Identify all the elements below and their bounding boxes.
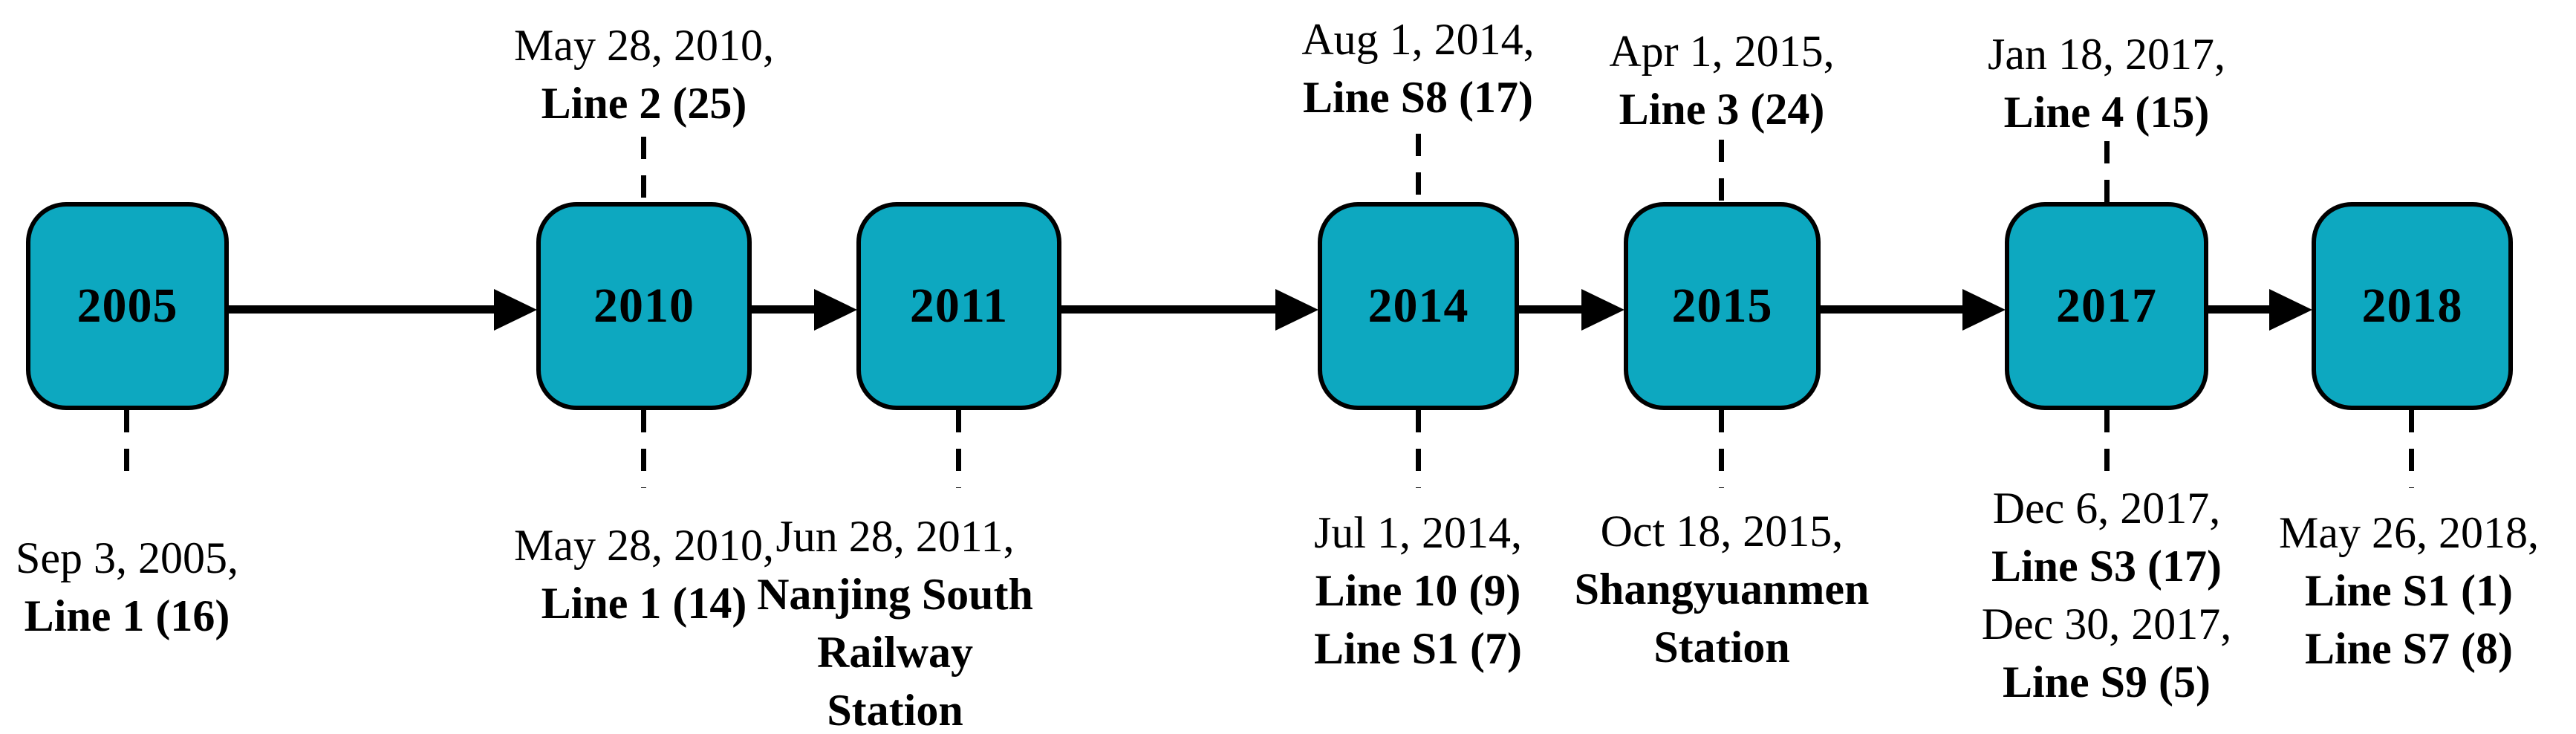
annotation-line: Nanjing South bbox=[757, 570, 1033, 619]
annotation-above-2015: Apr 1, 2015, Line 3 (24) bbox=[1462, 22, 1982, 138]
annotation-above-2010: May 28, 2010, Line 2 (25) bbox=[384, 16, 904, 132]
dashed-connector-above-2014 bbox=[1416, 134, 1421, 202]
annotation-line: Station bbox=[827, 686, 963, 734]
year-label: 2017 bbox=[2056, 279, 2157, 333]
annotation-line: Line S7 (8) bbox=[2304, 624, 2514, 673]
year-label: 2005 bbox=[77, 279, 178, 333]
annotation-line: Line 3 (24) bbox=[1619, 85, 1825, 134]
arrow-2011-to-2014 bbox=[1061, 288, 1318, 331]
arrowhead-icon bbox=[1275, 288, 1318, 331]
annotation-above-2014: Aug 1, 2014, Line S8 (17) bbox=[1158, 10, 1678, 126]
annotation-line: Apr 1, 2015, bbox=[1609, 27, 1835, 76]
annotation-line: Railway bbox=[817, 628, 973, 677]
year-label: 2014 bbox=[1367, 279, 1469, 333]
arrowhead-icon bbox=[1581, 288, 1624, 331]
annotation-line: Line 1 (16) bbox=[24, 591, 230, 640]
dashed-connector-below-2011 bbox=[956, 410, 961, 488]
year-box-2011: 2011 bbox=[856, 202, 1061, 410]
year-box-2015: 2015 bbox=[1624, 202, 1821, 410]
annotation-line: Line S3 (17) bbox=[1991, 542, 2222, 591]
annotation-below-2018: May 26, 2018, Line S1 (1) Line S7 (8) bbox=[2149, 504, 2576, 678]
dashed-connector-below-2015 bbox=[1719, 410, 1724, 488]
arrow-2005-to-2010 bbox=[229, 288, 537, 331]
year-box-2005: 2005 bbox=[26, 202, 229, 410]
annotation-line: May 26, 2018, bbox=[2279, 508, 2539, 557]
dashed-connector-below-2005 bbox=[124, 410, 129, 484]
annotation-line: Jul 1, 2014, bbox=[1313, 508, 1523, 557]
year-box-2017: 2017 bbox=[2005, 202, 2208, 410]
annotation-below-2005: Sep 3, 2005, Line 1 (16) bbox=[0, 529, 387, 645]
annotation-line: May 28, 2010, bbox=[514, 21, 774, 70]
dashed-connector-above-2015 bbox=[1719, 140, 1724, 202]
annotation-below-2017: Dec 6, 2017, Line S3 (17) Dec 30, 2017, … bbox=[1847, 479, 2367, 711]
year-label: 2018 bbox=[2361, 279, 2463, 333]
arrowhead-icon bbox=[2269, 288, 2312, 331]
annotation-line: Jan 18, 2017, bbox=[1988, 30, 2225, 79]
arrow-2010-to-2011 bbox=[752, 288, 857, 331]
annotation-below-2014: Jul 1, 2014, Line 10 (9) Line S1 (7) bbox=[1158, 504, 1678, 678]
annotation-line: Sep 3, 2005, bbox=[16, 533, 238, 582]
arrow-2015-to-2017 bbox=[1821, 288, 2006, 331]
annotation-line: Oct 18, 2015, bbox=[1600, 507, 1844, 556]
annotation-line: Line 4 (15) bbox=[2003, 88, 2210, 137]
year-label: 2010 bbox=[593, 279, 695, 333]
annotation-line: Line S8 (17) bbox=[1302, 73, 1534, 122]
annotation-above-2017: Jan 18, 2017, Line 4 (15) bbox=[1847, 25, 2367, 141]
annotation-line: Line 2 (25) bbox=[541, 79, 747, 128]
dashed-connector-above-2010 bbox=[641, 137, 646, 202]
annotation-line: Line S9 (5) bbox=[2002, 657, 2211, 707]
year-box-2014: 2014 bbox=[1318, 202, 1519, 410]
year-box-2018: 2018 bbox=[2312, 202, 2513, 410]
arrowhead-icon bbox=[1962, 288, 2006, 331]
annotation-line: Line 10 (9) bbox=[1315, 566, 1521, 615]
annotation-below-2010: May 28, 2010, Line 1 (14) bbox=[384, 516, 904, 632]
dashed-connector-below-2017 bbox=[2104, 410, 2110, 473]
annotation-line: Dec 6, 2017, bbox=[1992, 484, 2221, 533]
annotation-line: Jun 28, 2011, bbox=[775, 512, 1015, 561]
annotation-line: Station bbox=[1653, 623, 1790, 672]
annotation-line: Line S1 (1) bbox=[2304, 566, 2514, 615]
annotation-line: Aug 1, 2014, bbox=[1301, 15, 1535, 64]
arrow-2014-to-2015 bbox=[1519, 288, 1624, 331]
year-label: 2015 bbox=[1671, 279, 1773, 333]
dashed-connector-below-2018 bbox=[2409, 410, 2414, 488]
annotation-line: Line S1 (7) bbox=[1313, 624, 1523, 673]
arrowhead-icon bbox=[494, 288, 537, 331]
dashed-connector-above-2017 bbox=[2104, 141, 2110, 202]
annotation-below-2011: Jun 28, 2011, Nanjing South Railway Stat… bbox=[635, 507, 1155, 734]
arrowhead-icon bbox=[814, 288, 857, 331]
year-box-2010: 2010 bbox=[536, 202, 752, 410]
annotation-line: Shangyuanmen bbox=[1574, 565, 1870, 614]
arrow-2017-to-2018 bbox=[2208, 288, 2312, 331]
annotation-line: Line 1 (14) bbox=[541, 579, 747, 628]
annotation-line: Dec 30, 2017, bbox=[1981, 600, 2232, 649]
dashed-connector-below-2014 bbox=[1416, 410, 1421, 488]
year-label: 2011 bbox=[909, 279, 1009, 333]
annotation-below-2015: Oct 18, 2015, Shangyuanmen Station bbox=[1462, 502, 1982, 676]
annotation-line: May 28, 2010, bbox=[514, 521, 774, 570]
dashed-connector-below-2010 bbox=[641, 410, 646, 488]
